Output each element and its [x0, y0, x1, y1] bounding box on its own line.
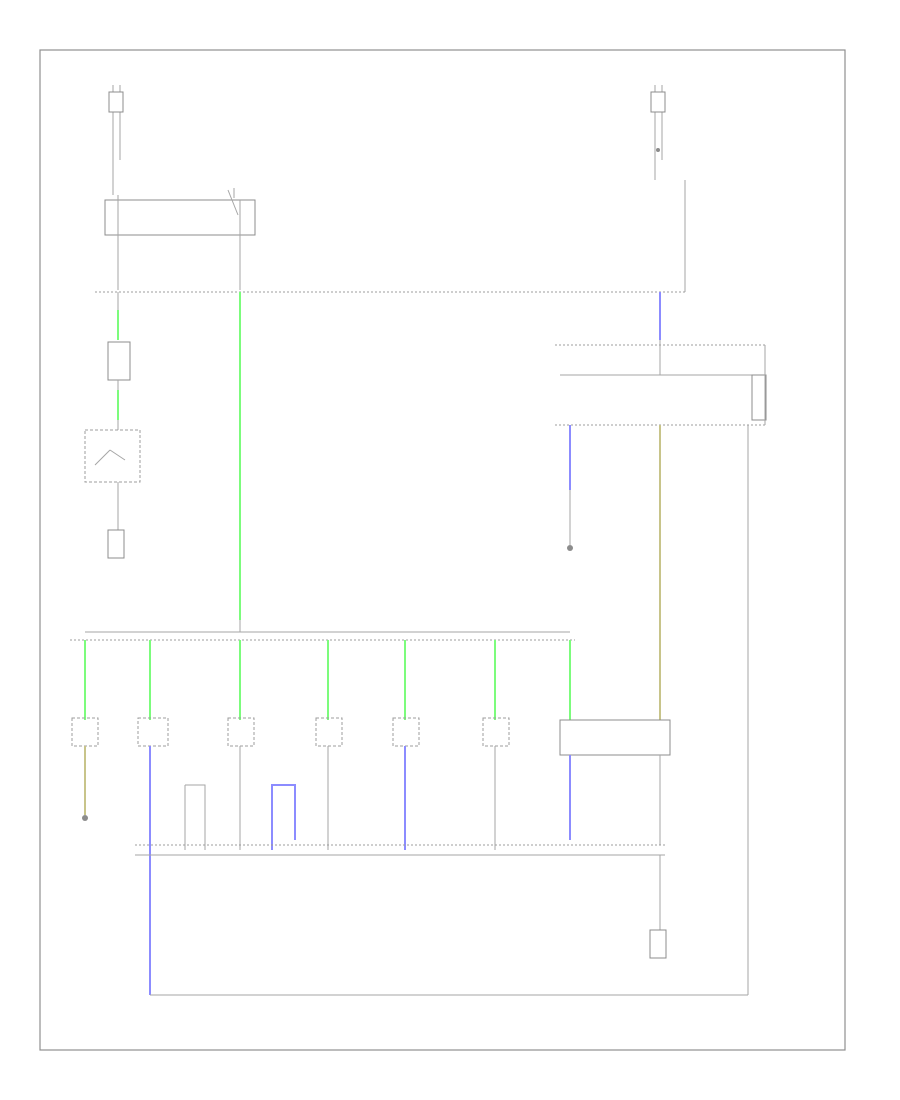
left-sensor-chain: [84, 341, 141, 559]
ground-wiring: [82, 746, 748, 996]
tail-light-relay: [104, 188, 256, 290]
bulb-row: [71, 640, 671, 756]
top-right-fuse: [650, 85, 666, 180]
top-left-fuse: [108, 85, 124, 195]
diagram-frame: [39, 49, 846, 1051]
combination-meter-block: [555, 340, 767, 426]
